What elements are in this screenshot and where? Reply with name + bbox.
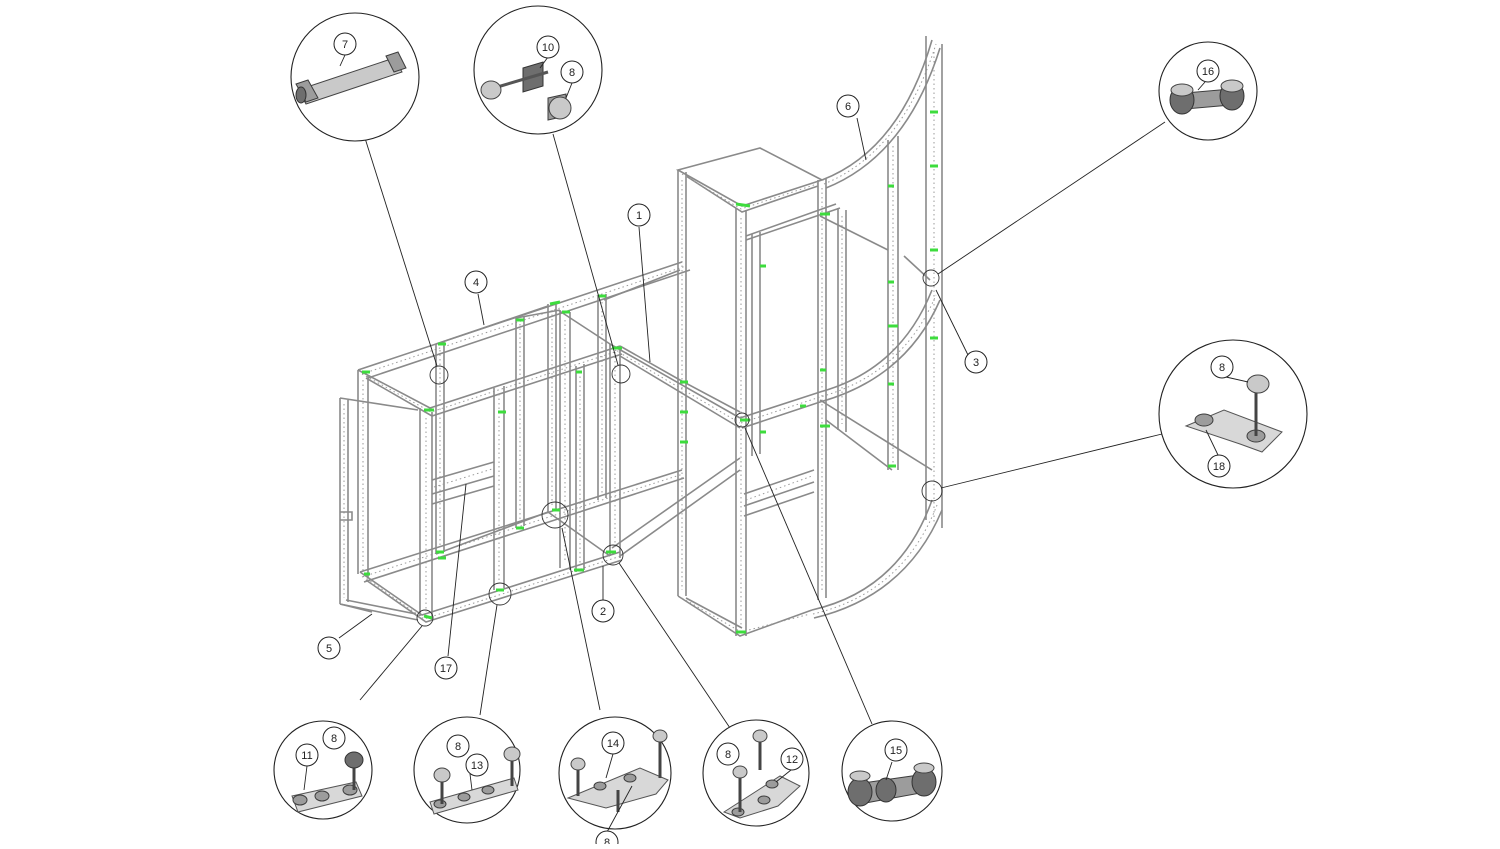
detail-markers xyxy=(416,269,943,627)
detail-11-label-0: 8 xyxy=(331,733,337,745)
detail-13-label-0: 8 xyxy=(455,741,461,753)
callout-1-label: 1 xyxy=(636,210,642,222)
callout-17-label: 17 xyxy=(440,663,452,675)
detail-12-label-0: 8 xyxy=(725,749,731,761)
hinged-door xyxy=(339,397,419,621)
callout-1: 1 xyxy=(627,203,651,227)
callout-2-label: 2 xyxy=(600,606,606,618)
middle-connector-rails xyxy=(603,269,741,557)
detail-13-label-1: 13 xyxy=(471,760,483,772)
detail-16: 16 xyxy=(1158,41,1258,141)
detail-13: 8 13 xyxy=(413,716,521,824)
detail-8-18-label-0: 8 xyxy=(1219,362,1225,374)
tall-tower xyxy=(675,147,841,637)
display-frame xyxy=(339,36,943,637)
left-bottom-rail xyxy=(359,469,685,623)
callout-5-label: 5 xyxy=(326,643,332,655)
callout-4: 4 xyxy=(464,270,488,294)
curved-section xyxy=(739,36,943,619)
detail-15-label-0: 15 xyxy=(890,745,902,757)
detail-12: 8 12 xyxy=(702,719,810,827)
detail-11-label-1: 11 xyxy=(301,750,312,762)
callout-5: 5 xyxy=(317,636,341,660)
callout-2: 2 xyxy=(591,599,615,623)
callout-6: 6 xyxy=(836,94,860,118)
detail-10-label-0: 10 xyxy=(542,42,554,54)
detail-10: 10 8 xyxy=(473,5,603,135)
detail-7: 7 xyxy=(290,12,420,142)
detail-14-label-0: 14 xyxy=(607,738,619,750)
detail-8-18-label-1: 18 xyxy=(1213,461,1225,473)
detail-12-label-1: 12 xyxy=(786,754,798,766)
detail-11: 11 8 xyxy=(273,720,373,820)
callout-4-label: 4 xyxy=(473,277,479,289)
detail-leaders xyxy=(359,121,1166,729)
left-verticals xyxy=(357,294,621,620)
detail-8-18: 8 18 xyxy=(1158,339,1308,489)
callout-3: 3 xyxy=(964,350,988,374)
callout-17: 17 xyxy=(434,656,458,680)
detail-14: 14 8 xyxy=(558,716,672,849)
connector-markers xyxy=(362,110,938,634)
main-callout-leaders xyxy=(338,117,969,657)
left-inner-rails xyxy=(435,305,611,557)
detail-7-label-0: 7 xyxy=(342,39,348,51)
detail-16-label-0: 16 xyxy=(1202,66,1214,78)
detail-10-label-1: 8 xyxy=(569,67,575,79)
detail-15: 15 xyxy=(841,720,943,822)
crossbar-panel xyxy=(431,461,495,505)
callout-6-label: 6 xyxy=(845,101,851,113)
detail-14-label-1: 8 xyxy=(604,837,610,844)
callout-3-label: 3 xyxy=(973,357,979,369)
